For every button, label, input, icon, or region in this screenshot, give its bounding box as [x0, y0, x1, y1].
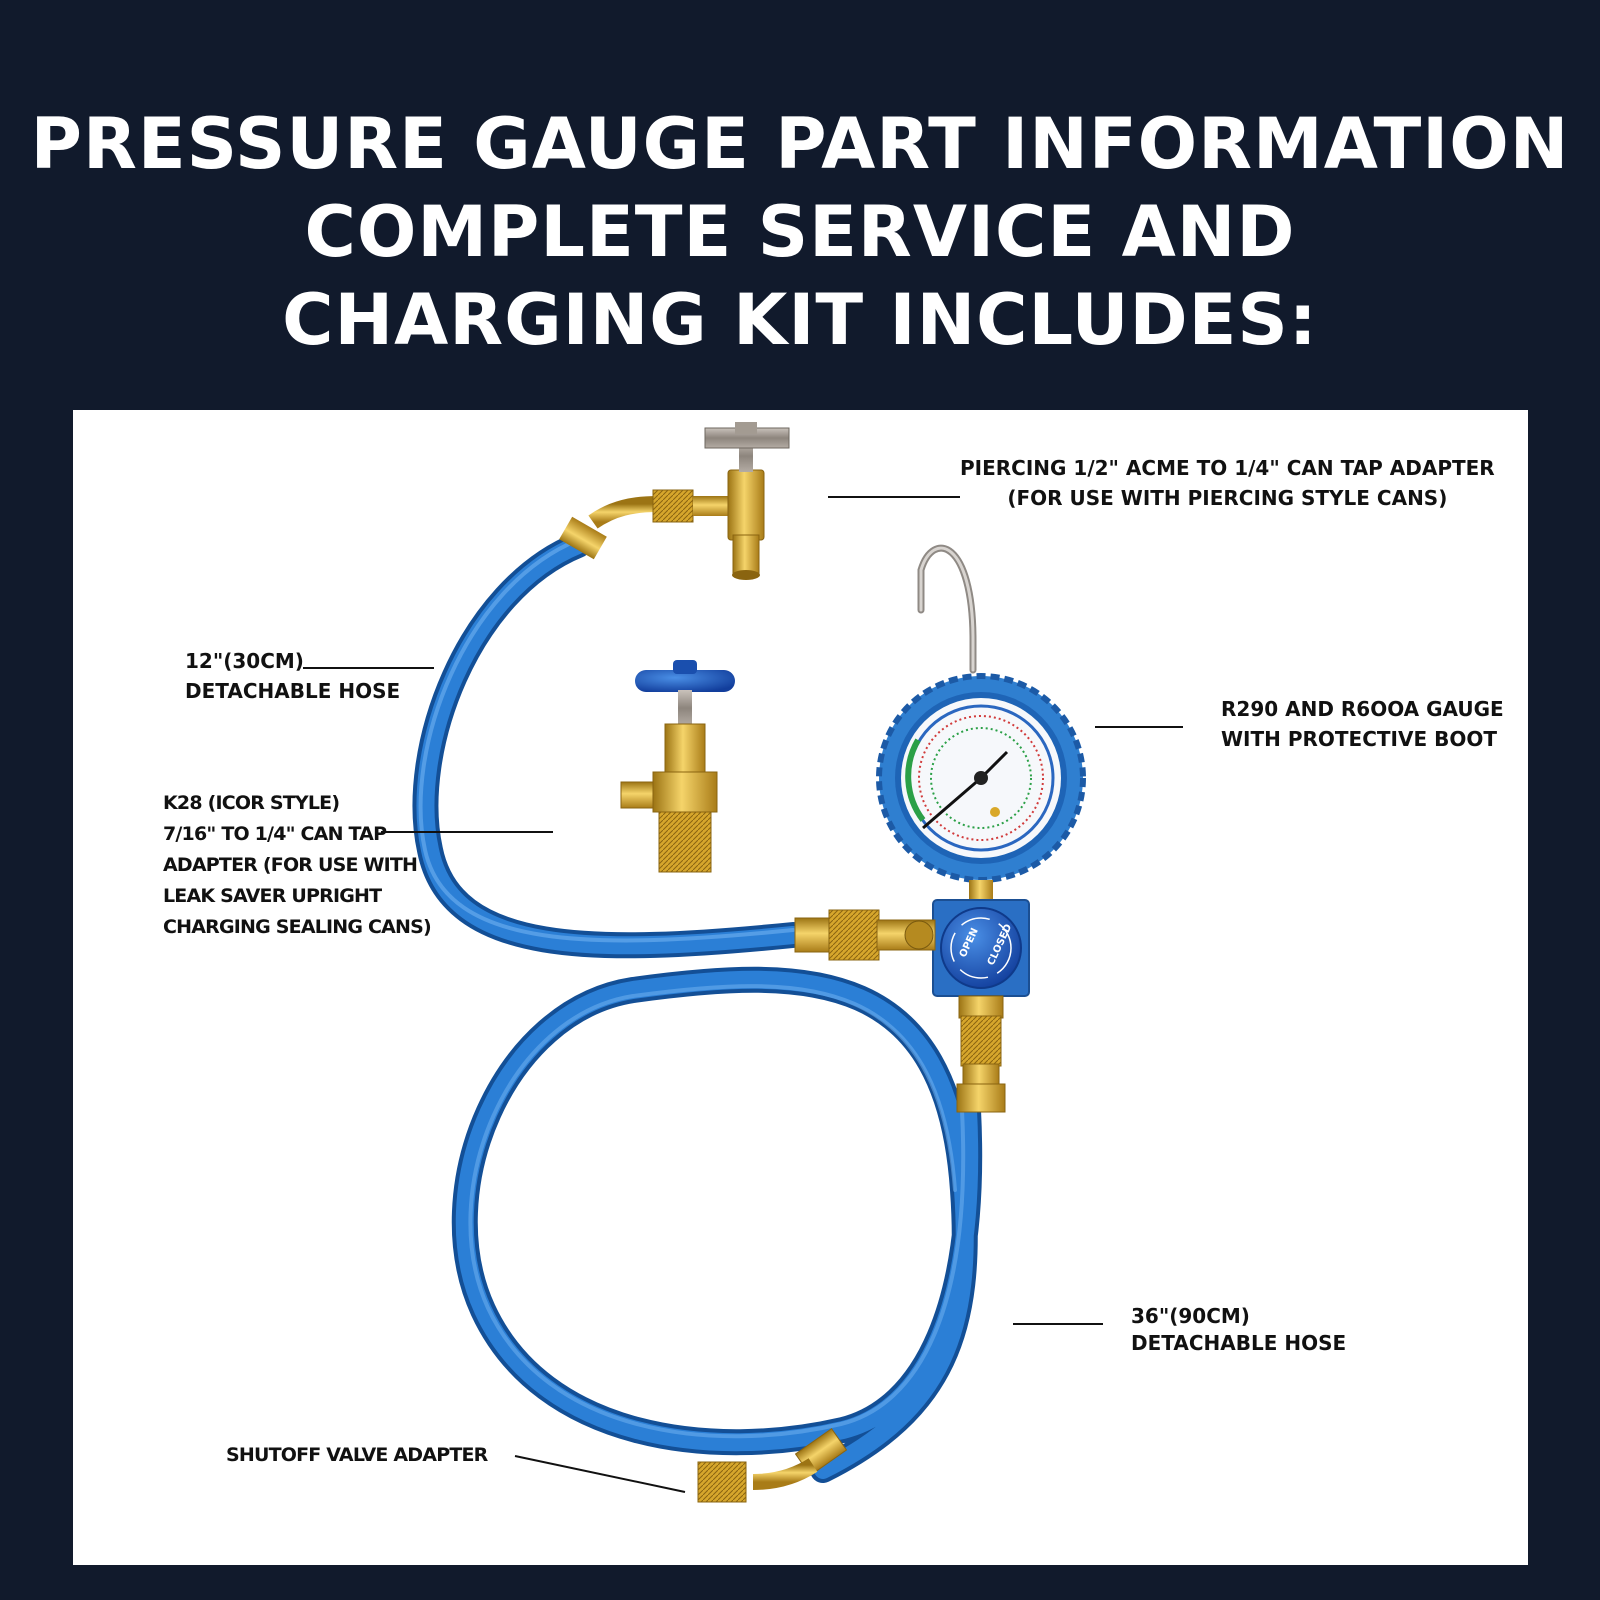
label-k28-line-4: LEAK SAVER UPRIGHT	[163, 885, 382, 907]
shutoff-valve-adapter	[697, 1428, 848, 1503]
charging-kit-illustration: OPEN CLOSED	[303, 422, 1183, 1503]
label-hose-36-line-1: 36"(90CM)	[1131, 1304, 1250, 1328]
label-hose-12-line-2: DETACHABLE HOSE	[185, 679, 401, 703]
leader-lines	[303, 496, 1183, 1493]
label-piercing-line-1: PIERCING 1/2" ACME TO 1/4" CAN TAP ADAPT…	[960, 456, 1495, 480]
label-shutoff-line-1: SHUTOFF VALVE ADAPTER	[226, 1444, 488, 1466]
label-shutoff: SHUTOFF VALVE ADAPTER	[226, 1440, 488, 1470]
header-line-1: PRESSURE GAUGE PART INFORMATION	[30, 103, 1570, 185]
label-piercing-adapter: PIERCING 1/2" ACME TO 1/4" CAN TAP ADAPT…	[960, 453, 1495, 513]
page-header: PRESSURE GAUGE PART INFORMATION COMPLETE…	[0, 100, 1600, 364]
hose-36-inch	[451, 966, 983, 1483]
label-hose-12-line-1: 12"(30CM)	[185, 649, 304, 673]
header-line-3: CHARGING KIT INCLUDES:	[282, 279, 1318, 361]
label-hose-12: 12"(30CM) DETACHABLE HOSE	[185, 646, 400, 706]
label-gauge: R290 AND R6OOA GAUGE WITH PROTECTIVE BOO…	[1221, 694, 1504, 754]
label-piercing-line-2: (FOR USE WITH PIERCING STYLE CANS)	[1007, 486, 1448, 510]
label-k28-line-3: ADAPTER (FOR USE WITH	[163, 854, 418, 876]
label-gauge-line-1: R290 AND R6OOA GAUGE	[1221, 697, 1504, 721]
manifold-block: OPEN CLOSED	[794, 899, 1030, 1113]
r290-gauge	[876, 544, 1086, 904]
label-k28-line-1: K28 (ICOR STYLE)	[163, 792, 340, 814]
label-hose-36-line-2: DETACHABLE HOSE	[1131, 1331, 1347, 1355]
leader-shutoff	[514, 1455, 686, 1493]
label-k28-line-5: CHARGING SEALING CANS)	[163, 916, 432, 938]
product-panel: OPEN CLOSED PIERCING 1/2" ACME TO 1/4" C…	[73, 410, 1528, 1565]
piercing-can-tap-adapter	[559, 422, 790, 580]
k28-can-tap-adapter	[620, 660, 735, 873]
label-k28-adapter: K28 (ICOR STYLE) 7/16" TO 1/4" CAN TAP A…	[163, 788, 432, 943]
label-k28-line-2: 7/16" TO 1/4" CAN TAP	[163, 823, 387, 845]
label-gauge-line-2: WITH PROTECTIVE BOOT	[1221, 727, 1497, 751]
header-line-2: COMPLETE SERVICE AND	[304, 191, 1296, 273]
hose-12-inch	[412, 532, 806, 959]
label-hose-36: 36"(90CM) DETACHABLE HOSE	[1131, 1303, 1346, 1357]
